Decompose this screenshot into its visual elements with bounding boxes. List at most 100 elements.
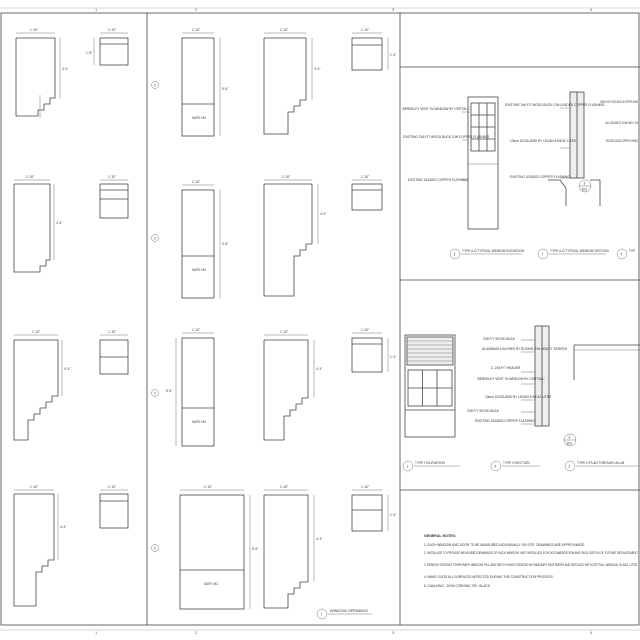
ag-label-vent: 'BERKELEY VENT' IN WINDOW BY CRITTALL' [402, 107, 470, 111]
note-3: 3. REMOVE EXISTING TEMPORARY WINDOW. FIL… [424, 563, 638, 567]
dim-width: 1'-10" [26, 175, 34, 179]
small-opening-mid-row4: 1'-10" 1'-4" [351, 485, 396, 532]
ag-title-typ: T TYP [616, 248, 635, 260]
h-label-louvres: ALUMINUM LOUVRES BY RUSKIN C/W INSECT SC… [482, 347, 568, 351]
dim-height: 5'-6" [222, 242, 228, 246]
dim-width: 1'-10" [280, 485, 288, 489]
svg-text:2: 2 [569, 465, 571, 469]
svg-text:303: 303 [567, 442, 573, 446]
panel-label: SAFE NO. [204, 582, 219, 586]
grid-label-bottom-1: 1 [95, 630, 98, 635]
ag-title-section: 7 TYPE A-G TYPICAL WINDOW SECTION [537, 248, 609, 260]
small-opening-mid-row1: 1'-10" 1'-4" [351, 28, 396, 71]
note-5: 5. CAULKING - DOW CORNING 795 - BLACK. [424, 584, 491, 588]
door-opening-row3: 1'-10" 5'-6" SAFE NO. [166, 328, 215, 447]
dim-width: 1'-10" [30, 485, 38, 489]
ag-section-tag: 3 303 [578, 179, 592, 193]
dim-width: 1'-10" [108, 175, 116, 179]
ag-section-label-lexguard: 10mm LEXGUARD BY LEXAN 8 INDIV. LITES [510, 139, 576, 143]
note-1: 1. EACH WINDOW AND DOOR TO BE MEASURED I… [424, 543, 585, 547]
dim-width: 1'-10" [361, 28, 369, 32]
dim-width: 1'-10" [108, 28, 116, 32]
svg-text:3: 3 [454, 253, 456, 257]
svg-text:C: C [154, 237, 157, 241]
grid-label-top-3: 3 [392, 7, 395, 12]
dim-height: 4'-4" [316, 367, 322, 371]
small-opening-mid-row3: 1'-10" 1'-4" [351, 328, 396, 373]
type-h-section [521, 325, 550, 427]
door-opening-row2: 1'-10" 5'-6" SAFE NO. [181, 180, 228, 299]
panel-label: SAFE NO. [192, 420, 207, 424]
svg-text:C: C [154, 547, 157, 551]
dim-width: 1'-10" [282, 175, 290, 179]
door-opening-row4: 1'-10" 5'-6" SAFE NO. [179, 485, 258, 610]
svg-text:T: T [621, 253, 623, 257]
opening-left-row4: 1'-10" 4'-4" [13, 485, 66, 607]
dim-width: 1'-10" [361, 175, 369, 179]
ag-section-label-buck: EXISTING 2x6 F/T WOOD BUCK C/W LEADED CO… [505, 103, 605, 107]
note-4: 4. MAKE GOOD ALL SURFACES AFFECTED DURIN… [424, 575, 554, 579]
h-title-plan: 2 TYPE H PLAN THROUGH ALUM [564, 460, 640, 472]
type-h-plan [573, 344, 640, 380]
opening-left-row3: 1'-10" 4'-4" [13, 330, 70, 441]
grid-label-top-1: 1 [95, 7, 98, 12]
svg-text:TYPE H PLAN THROUGH ALUM: TYPE H PLAN THROUGH ALUM [577, 461, 625, 465]
row-marker-4: C [151, 544, 159, 552]
notes-heading: GENERAL NOTES: [424, 534, 456, 538]
door-opening-row1: 1'-10" 5'-6" SAFE NO. [181, 28, 228, 137]
opening-left-row2: 1'-10" 4'-4" [13, 175, 62, 273]
dim-height: 4'-4" [62, 67, 68, 71]
dim-width: 1'-10" [280, 330, 288, 334]
ag-far-label-flashing: EXISTING LEADED COPPER FLASHING [606, 139, 638, 143]
svg-text:TYPE H SECTION: TYPE H SECTION [503, 461, 530, 465]
svg-text:C: C [154, 392, 157, 396]
dim-width: 1'-10" [361, 328, 369, 332]
openings-title-block: 1 WINDOW OPENINGS [316, 608, 372, 620]
note-2: 2. INSTALLER TO PROVIDE MEASURED DRAWING… [424, 551, 638, 555]
dim-width: 1'-10" [192, 28, 200, 32]
svg-text:6: 6 [495, 465, 497, 469]
sheet-border [0, 12, 640, 626]
grid-label-bottom-4: 4 [590, 630, 593, 635]
dim-width: 1'-10" [280, 28, 288, 32]
dim-height: 4'-4" [320, 212, 326, 216]
svg-text:1: 1 [407, 465, 409, 469]
dim-height: 5'-6" [252, 547, 258, 551]
small-opening-mid-row2: 1'-10" [351, 175, 383, 211]
dim-width: 1'-10" [204, 485, 212, 489]
dim-height: 1'-4" [390, 513, 396, 517]
svg-text:TYP: TYP [629, 249, 635, 253]
dim-height: 4'-4" [56, 221, 62, 225]
opening-small-row3: 1'-10" [99, 330, 129, 375]
dim-height: 5'-6" [222, 87, 228, 91]
type-h-elevation [404, 334, 456, 438]
h-title-section: 6 TYPE H SECTION [490, 460, 540, 472]
h-label-vent: 'BERKELEY VENT' IN WINDOW BY CRITTALL' [477, 377, 545, 381]
dim-height: 4'-4" [60, 525, 66, 529]
row-marker-1: C [151, 81, 159, 89]
opening-small-row4: 1'-10" [99, 485, 129, 529]
grid-label-top-4: 4 [590, 7, 593, 12]
svg-text:3: 3 [584, 182, 586, 186]
h-label-header: 2- 2X6 F/T HEADER [491, 366, 521, 370]
dim-width: 1'-10" [361, 485, 369, 489]
svg-text:TYPE A-G TYPICAL WINDOW ELEVAT: TYPE A-G TYPICAL WINDOW ELEVATION [462, 249, 525, 253]
ag-label-buck: EXISTING 2X6 F/T WOOD BUCK C/W COPPER FL… [403, 135, 490, 139]
dim-height: 1'-4" [390, 355, 396, 359]
dim-height: 1'-8" [86, 51, 92, 55]
ag-section-label-flashing: EXISTING LEADED COPPER FLASHING [510, 175, 570, 179]
h-section-tag: 3 303 [563, 433, 577, 447]
svg-text:TYPE H ELEVATION: TYPE H ELEVATION [415, 461, 446, 465]
ag-far-label-buck: EXISTING 2x6 F/T WOOD BUCK C/W COPPER FL… [600, 100, 638, 104]
svg-text:TYPE A-G TYPICAL WINDOW SECTIO: TYPE A-G TYPICAL WINDOW SECTION [550, 249, 609, 253]
opening-small-row2: 1'-10" [99, 175, 129, 219]
svg-text:C: C [154, 84, 157, 88]
type-ag-elevation [462, 96, 499, 230]
dim-width: 1'-10" [192, 180, 200, 184]
row-marker-2: C [151, 234, 159, 242]
dim-width: 1'-10" [192, 328, 200, 332]
h-title-elevation: 1 TYPE H ELEVATION [402, 460, 460, 472]
general-notes: GENERAL NOTES: 1. EACH WINDOW AND DOOR T… [424, 534, 638, 588]
panel-label: SAFE NO. [192, 116, 207, 120]
h-label-buck-top: 2X6 F/T WOOD BUCK [483, 337, 516, 341]
